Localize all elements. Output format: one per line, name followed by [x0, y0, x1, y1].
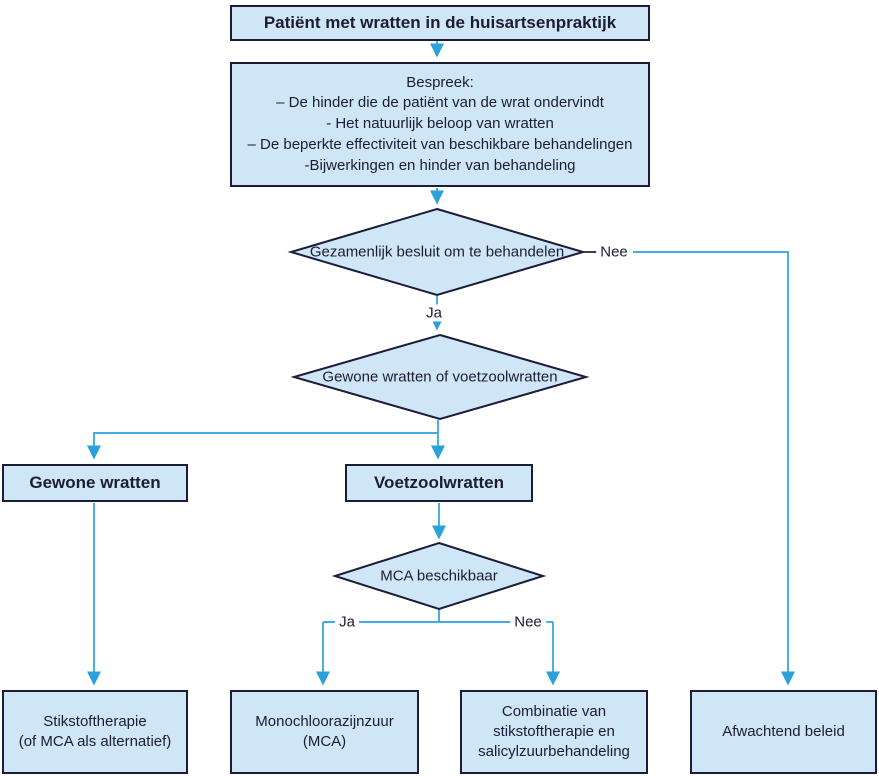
node-plantar-warts-label: Voetzoolwratten [373, 472, 505, 492]
node-combination-line2: stikstoftherapie en [493, 723, 615, 741]
node-discuss-title: Bespreek: [406, 73, 474, 91]
edge-label-treat-no: Nee [596, 243, 632, 261]
node-mca-treatment-line1: Monochloorazijnzuur [255, 713, 394, 731]
node-mca-treatment-line2: (MCA) [302, 733, 347, 750]
node-watchful-waiting: Afwachtend beleid [690, 690, 877, 774]
edge-treat-no-route [633, 251, 795, 686]
decision-wart-type-shape [290, 333, 590, 421]
node-start-label: Patiënt met wratten in de huisartsenprak… [263, 12, 617, 32]
edge-label-treat-yes: Ja [422, 304, 446, 322]
node-discuss-item: – De hinder die de patiënt van de wrat o… [276, 94, 604, 112]
node-nitrogen-therapy: Stikstoftherapie (of MCA als alternatief… [2, 690, 188, 774]
node-combination-therapy: Combinatie van stikstoftherapie en salic… [460, 690, 648, 774]
node-discuss-item: – De beperkte effectiviteit van beschikb… [247, 135, 633, 153]
node-combination-line1: Combinatie van [501, 703, 607, 721]
node-common-warts: Gewone wratten [2, 464, 188, 502]
decision-treat-label: Gezamenlijk besluit om te behandelen [309, 243, 565, 261]
node-discuss-item: -Bijwerkingen en hinder van behandeling [304, 156, 576, 174]
edge-warttype-left [87, 432, 438, 460]
node-common-warts-label: Gewone wratten [29, 472, 161, 492]
edge-label-mca-no: Nee [510, 613, 546, 631]
node-combination-line3: salicylzuurbehandeling [478, 742, 630, 760]
decision-treat-shape [287, 207, 587, 297]
node-watchful-waiting-label: Afwachtend beleid [722, 723, 845, 741]
node-mca-treatment: Monochloorazijnzuur (MCA) [230, 690, 419, 774]
node-nitrogen-line2: (of MCA als alternatief) [18, 733, 172, 750]
node-start: Patiënt met wratten in de huisartsenprak… [230, 5, 650, 41]
edge-label-mca-yes: Ja [335, 613, 359, 631]
node-plantar-warts: Voetzoolwratten [345, 464, 533, 502]
node-discuss: Bespreek: – De hinder die de patiënt van… [230, 62, 650, 187]
node-nitrogen-line1: Stikstoftherapie [43, 713, 147, 731]
node-discuss-item: - Het natuurlijk beloop van wratten [326, 115, 554, 133]
decision-mca-label: MCA beschikbaar [380, 567, 498, 585]
decision-mca-shape [331, 541, 547, 611]
decision-wart-type-label: Gewone wratten of voetzoolwratten [322, 368, 558, 386]
